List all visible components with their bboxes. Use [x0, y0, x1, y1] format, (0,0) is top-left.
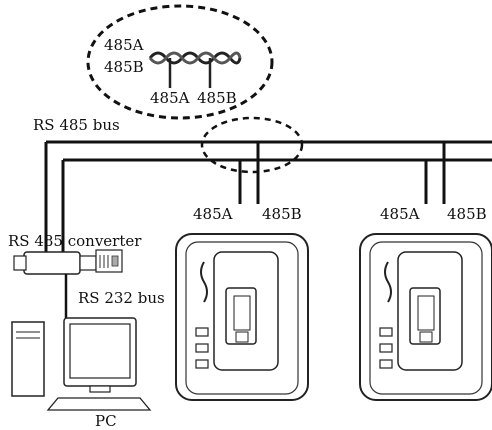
inset-label-485a: 485A — [104, 36, 144, 54]
rs232-bus-label: RS 232 bus — [78, 289, 165, 307]
pc-icon — [11, 317, 152, 411]
dev1-label-485a: 485A — [193, 205, 233, 223]
fingerprint-reader-2 — [359, 233, 492, 401]
fingerprint-reader-1 — [175, 233, 309, 401]
inset-dashed-ellipse — [86, 4, 274, 120]
rs485-converter-device — [13, 249, 123, 275]
twisted-pair-inset: 485A 485B 485A 485B — [86, 4, 274, 120]
dev1-label-485b: 485B — [262, 205, 302, 223]
rs485-bus — [44, 116, 492, 252]
rs485-converter-label: RS 485 converter — [8, 232, 142, 250]
inset-label-485b: 485B — [104, 58, 144, 76]
dev2-label-485b: 485B — [447, 205, 487, 223]
rs485-bus-label: RS 485 bus — [33, 116, 120, 134]
inset-wire-label-485b: 485B — [197, 89, 237, 107]
junction-dashed-ellipse — [200, 116, 304, 174]
inset-wire-label-485a: 485A — [150, 89, 190, 107]
pc-label: PC — [95, 412, 117, 430]
twisted-wire-b — [148, 51, 242, 65]
dev2-label-485a: 485A — [380, 205, 420, 223]
